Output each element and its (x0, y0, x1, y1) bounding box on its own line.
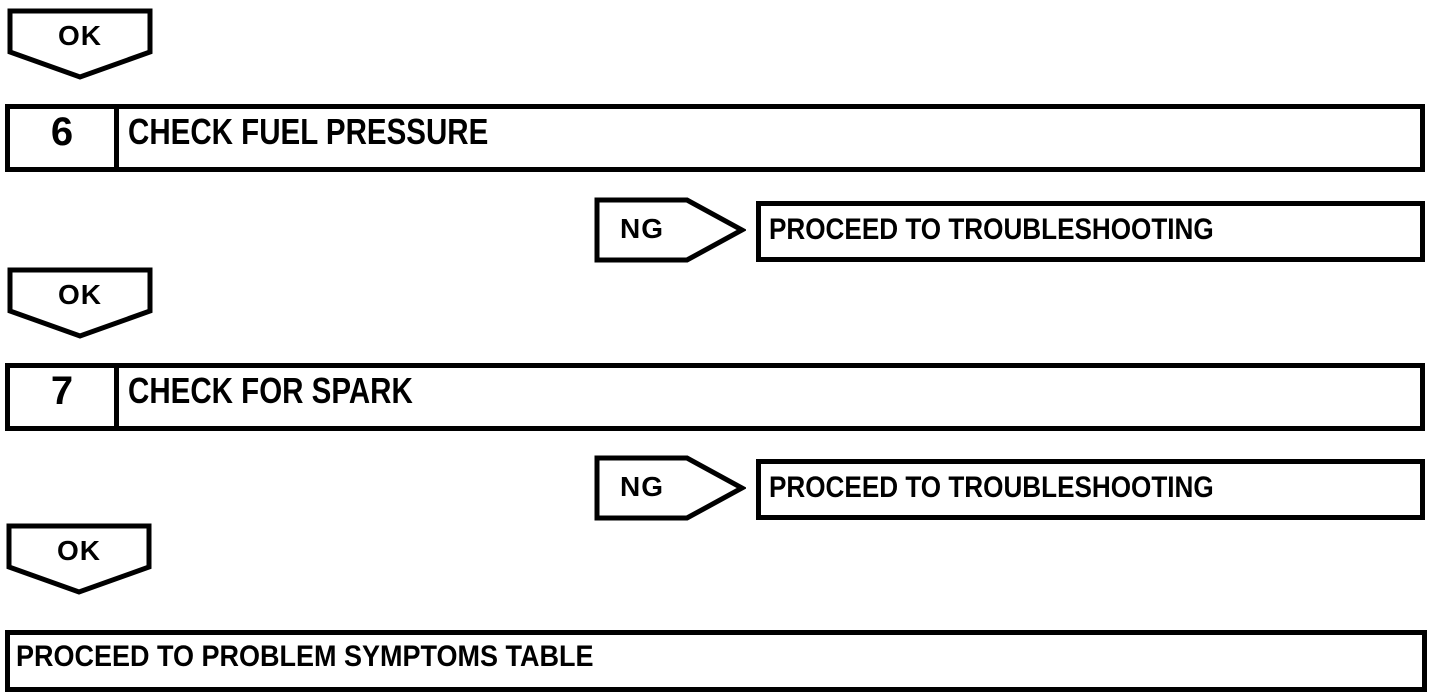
step-box-6: 6 CHECK FUEL PRESSURE (5, 104, 1425, 172)
ng-result-box-2: PROCEED TO TROUBLESHOOTING (756, 459, 1425, 520)
ng-connector-label: NG (620, 213, 664, 244)
step-box-7: 7 CHECK FOR SPARK (5, 363, 1425, 431)
step-number: 6 (10, 109, 119, 167)
ng-result-box-1: PROCEED TO TROUBLESHOOTING (756, 201, 1425, 262)
step-title: CHECK FUEL PRESSURE (119, 109, 1420, 167)
ok-connector-label: OK (58, 20, 102, 51)
ng-arrow-icon (594, 455, 746, 521)
ok-connector-2: OK (7, 267, 153, 339)
ok-connector-3: OK (6, 523, 152, 595)
ng-connector-1: NG (594, 197, 746, 263)
ng-result-text: PROCEED TO TROUBLESHOOTING (769, 212, 1214, 246)
ng-arrow-icon (594, 197, 746, 263)
ok-pentagon-icon (6, 523, 152, 595)
step-title-text: CHECK FUEL PRESSURE (128, 111, 489, 152)
ok-connector-label: OK (57, 535, 101, 566)
terminal-box: PROCEED TO PROBLEM SYMPTOMS TABLE (5, 630, 1427, 692)
step-number: 7 (10, 368, 119, 426)
step-title-text: CHECK FOR SPARK (128, 370, 413, 411)
step-title: CHECK FOR SPARK (119, 368, 1420, 426)
terminal-text: PROCEED TO PROBLEM SYMPTOMS TABLE (16, 640, 594, 673)
ok-pentagon-icon (7, 267, 153, 339)
ng-connector-2: NG (594, 455, 746, 521)
ok-connector-label: OK (58, 279, 102, 310)
ng-connector-label: NG (620, 471, 664, 502)
ng-result-text: PROCEED TO TROUBLESHOOTING (769, 470, 1214, 504)
ok-connector-1: OK (7, 8, 153, 80)
ok-pentagon-icon (7, 8, 153, 80)
